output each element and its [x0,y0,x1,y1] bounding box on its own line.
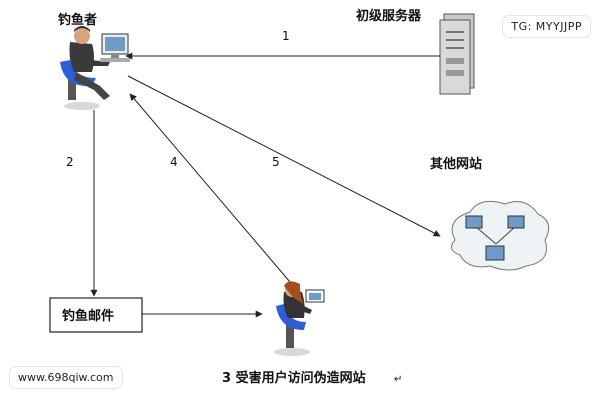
step-2-label: 2 [66,155,74,169]
other-sites-cloud [450,200,550,271]
step-1-label: 1 [282,29,290,43]
phishing-email-box [49,297,143,333]
victim-icon [274,281,325,356]
step-5-label: 5 [272,155,280,169]
initial-server-label: 初级服务器 [356,8,422,24]
phisher-icon [60,26,130,110]
server-icon [439,13,475,95]
phisher-label: 钓鱼者 [58,12,97,28]
victim-return-mark: ↵ [394,374,402,385]
victim-step-label: 3 受害用户访问伪造网站 [222,370,366,386]
arrow-step-5 [127,75,441,237]
step-4-label: 4 [170,155,178,169]
watermark-url: www.698qiw.com [10,367,122,388]
watermark-tg: TG: MYYJJPP [503,16,590,37]
phishing-email-label: 钓鱼邮件 [62,308,114,324]
arrow-step-4 [129,93,291,283]
other-sites-label: 其他网站 [430,156,482,172]
